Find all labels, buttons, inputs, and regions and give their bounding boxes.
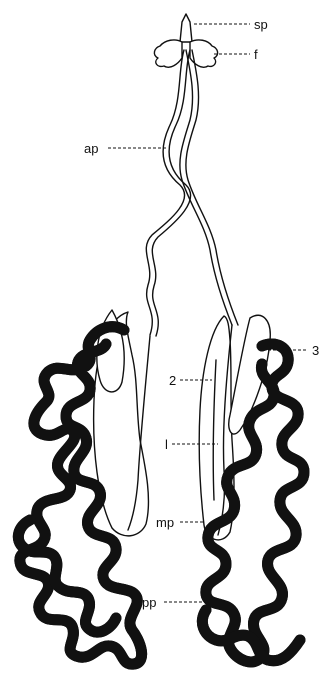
label-pp: pp [142, 595, 156, 610]
label-ap: ap [84, 141, 98, 156]
label-l: l [165, 437, 168, 452]
label-f: f [254, 47, 258, 62]
label-mp: mp [156, 515, 174, 530]
label-3: 3 [312, 343, 319, 358]
label-sp: sp [254, 17, 268, 32]
label-2: 2 [169, 373, 176, 388]
anterior-ducts [146, 50, 238, 336]
spinneret [180, 14, 192, 42]
flaps [154, 40, 217, 67]
